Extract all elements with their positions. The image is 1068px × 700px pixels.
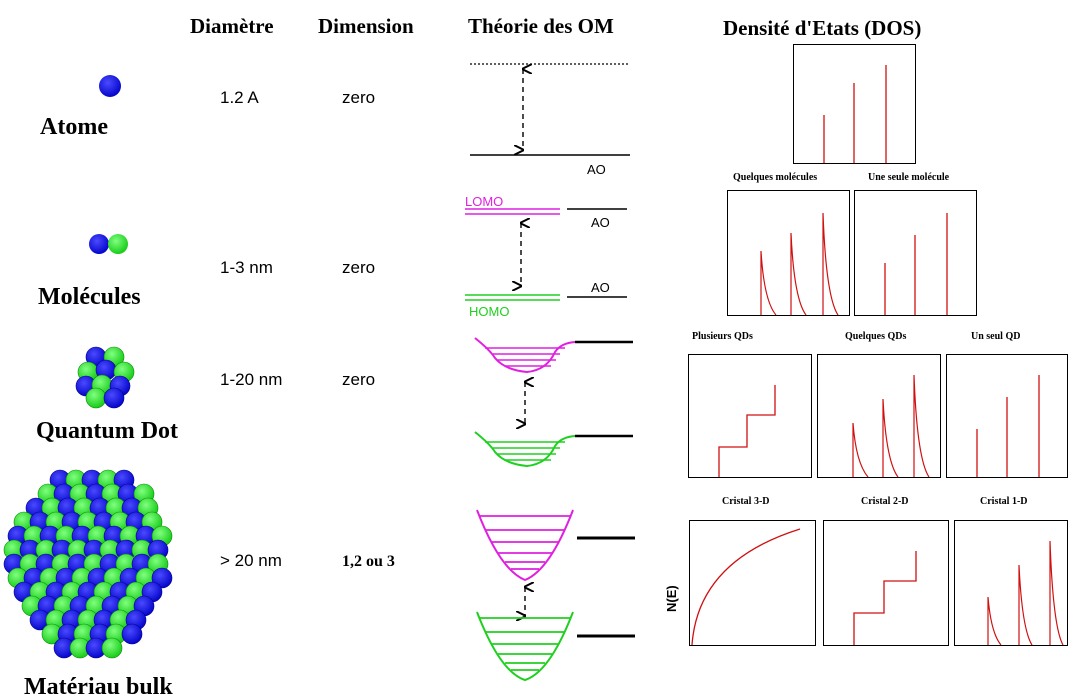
dos-few-qds-panel xyxy=(817,354,941,478)
qd-conduction-well xyxy=(474,337,576,374)
label-bulk-material: Matériau bulk xyxy=(24,674,173,700)
bulk-crystal-cluster xyxy=(3,469,173,659)
ao-label-2: AO xyxy=(591,215,610,230)
label-quantum-dot: Quantum Dot xyxy=(36,418,179,444)
title-few-molecules: Quelques molécules xyxy=(733,172,818,183)
label-molecules: Molécules xyxy=(38,284,141,310)
homo-label: HOMO xyxy=(469,304,509,319)
dos-axis-label: N(E) xyxy=(664,585,679,612)
green-sphere xyxy=(85,387,107,409)
diameter-bulk: > 20 nm xyxy=(220,551,282,570)
dos-single-molecule-panel xyxy=(854,190,977,316)
title-single-molecule: Une seule molécule xyxy=(868,172,950,183)
dos-several-qds-panel xyxy=(688,354,812,478)
ao-label-1: AO xyxy=(587,162,606,177)
molecule-spheres xyxy=(89,234,128,254)
dos-crystal-3d-panel xyxy=(689,520,816,646)
dimension-molecules: zero xyxy=(342,258,376,277)
title-few-qds: Quelques QDs xyxy=(845,331,907,342)
green-sphere xyxy=(101,637,123,659)
dos-few-molecules-panel xyxy=(727,190,850,316)
dimension-bulk: 1,2 ou 3 xyxy=(342,553,395,570)
title-crystal-3d: Cristal 3-D xyxy=(722,496,770,507)
particles-illustration xyxy=(3,75,173,659)
label-atom: Atome xyxy=(40,114,108,140)
qd-valence-well xyxy=(474,431,576,468)
ao-label-3: AO xyxy=(591,280,610,295)
diameter-atom: 1.2 A xyxy=(220,88,259,107)
atom-sphere xyxy=(99,75,121,97)
mo-theory-diagram: AO LOMO AO HOMO AO xyxy=(465,63,635,682)
quantum-dot-cluster xyxy=(75,346,135,409)
header-dos: Densité d'Etats (DOS) xyxy=(723,16,922,40)
blue-sphere xyxy=(103,387,125,409)
title-several-qds: Plusieurs QDs xyxy=(692,331,753,342)
title-crystal-2d: Cristal 2-D xyxy=(861,496,909,507)
dimension-quantum-dot: zero xyxy=(342,370,376,389)
diameter-quantum-dot: 1-20 nm xyxy=(220,370,283,389)
dos-single-qd-panel xyxy=(946,354,1068,478)
title-single-qd: Un seul QD xyxy=(971,331,1021,342)
diameter-molecules: 1-3 nm xyxy=(220,258,273,277)
header-diameter: Diamètre xyxy=(190,14,274,38)
dimension-atom: zero xyxy=(342,88,376,107)
dos-crystal-1d-panel xyxy=(954,520,1068,646)
header-dimension: Dimension xyxy=(318,14,414,38)
dos-atom-panel xyxy=(793,44,916,164)
bulk-conduction-band xyxy=(476,509,574,582)
header-mo-theory: Théorie des OM xyxy=(468,14,614,38)
dos-crystal-2d-panel xyxy=(823,520,949,646)
title-crystal-1d: Cristal 1-D xyxy=(980,496,1028,507)
bulk-valence-band xyxy=(476,611,574,682)
lomo-label: LOMO xyxy=(465,194,503,209)
blue-sphere xyxy=(121,623,143,645)
